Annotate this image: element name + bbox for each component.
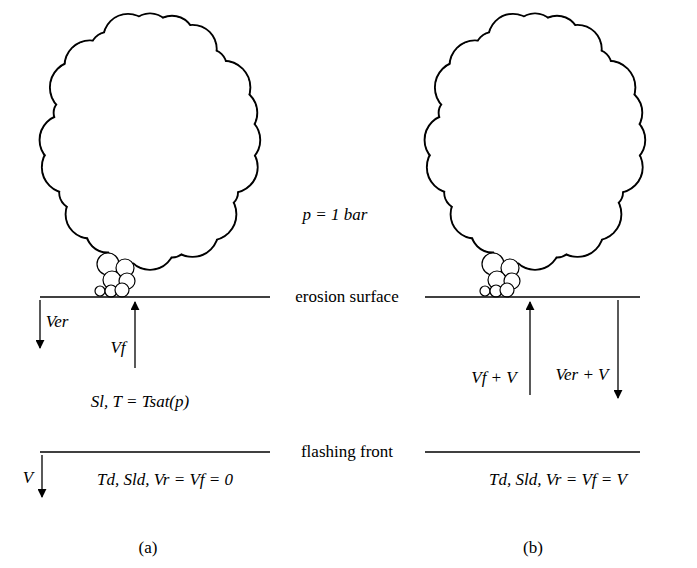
front-label: flashing front [298,443,396,462]
velocity-label: Vf + V [468,369,519,388]
vapour-cloud [425,14,645,297]
velocity-arrow [39,300,40,348]
panel-label: (b) [520,539,546,558]
velocity-label: V [20,469,36,488]
flashing-front-line [40,451,270,452]
erosion-surface-line [425,296,640,297]
velocity-arrow [617,300,618,398]
state-label: Td, Sld, Vr = Vf = 0 [94,471,236,490]
pressure-label: p = 1 bar [300,206,371,225]
velocity-arrow [41,455,42,497]
velocity-label: Vf [107,339,128,358]
vapour-cloud [40,14,260,297]
velocity-label: Ver + V [552,366,611,385]
erosion-surface-line [40,296,270,297]
velocity-arrow [134,302,135,368]
panel-label: (a) [136,539,161,558]
surface-label: erosion surface [292,288,401,307]
velocity-arrow [529,302,530,395]
flashing-front-line [425,451,640,452]
state-label: Td, Sld, Vr = Vf = V [486,471,630,490]
velocity-label: Ver [43,313,72,332]
state-label: Sl, T = Tsat(p) [88,393,192,412]
